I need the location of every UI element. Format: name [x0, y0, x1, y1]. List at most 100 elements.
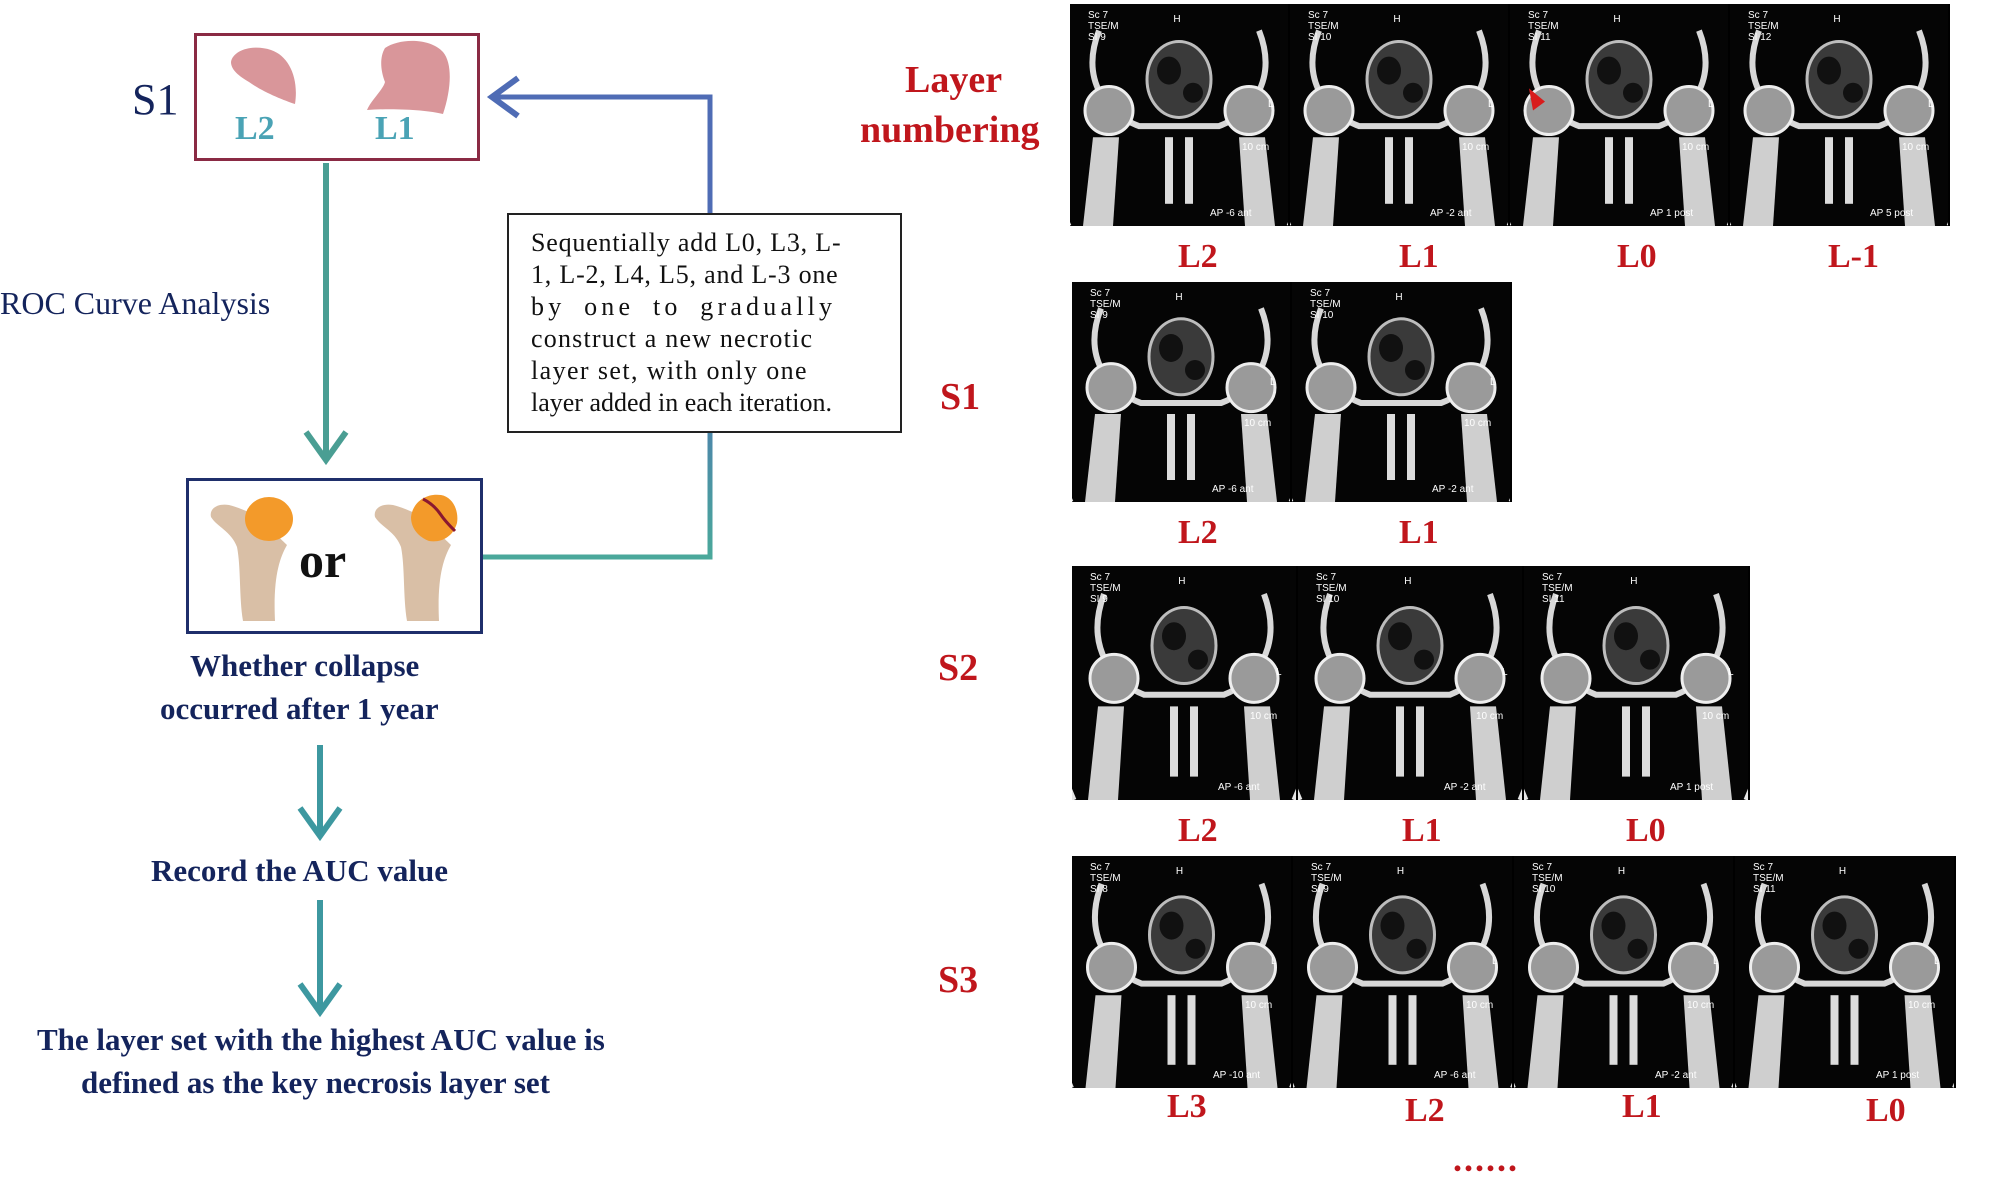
scan-scale: 10 cm [1242, 141, 1270, 153]
arrow-collapse-head [297, 806, 343, 842]
collapse-question-line1: Whether collapse [190, 648, 420, 683]
scan-side-marker: L [1270, 376, 1276, 388]
scan-side-marker: L [1708, 99, 1714, 111]
scan-head-marker: H [1175, 866, 1184, 877]
scan-side-marker: L [1713, 955, 1719, 967]
scan-position: AP -10 ant [1213, 1070, 1261, 1081]
scan-header-sc: Sc 7 [1310, 288, 1331, 299]
scan-position: AP -2 ant [1430, 208, 1472, 219]
scan-side-marker: L [1268, 99, 1274, 111]
scan-scale: 10 cm [1244, 418, 1272, 430]
femoral-head-section-l1 [367, 40, 450, 114]
mri-image [1293, 856, 1512, 1088]
mri-image [1072, 856, 1291, 1088]
scan-header-tse: TSE/M [1308, 21, 1339, 32]
scan-header-sl: SI 11 [1753, 884, 1776, 895]
scan-scale: 10 cm [1462, 141, 1490, 153]
s1-layer-label: L1 [1399, 514, 1439, 551]
collapse-question-line2: occurred after 1 year [160, 691, 439, 726]
scan-head-marker: H [1630, 576, 1638, 587]
mri-image [1072, 566, 1296, 800]
mri-image [1524, 566, 1748, 800]
mri-image [1072, 282, 1290, 502]
scan-position: AP 5 post [1870, 208, 1914, 219]
scan-header-sl: SI 11 [1542, 594, 1565, 605]
note-line-2: 1, L-2, L4, L5, and L-3 one [531, 260, 839, 289]
s2-layer-label: L0 [1626, 812, 1666, 849]
scan-header-tse: TSE/M [1532, 873, 1563, 884]
mri-image [1292, 282, 1510, 502]
scan-scale: 10 cm [1902, 141, 1930, 153]
mri-image [1514, 856, 1733, 1088]
scan-head-marker: H [1396, 866, 1405, 877]
scan-position: AP -2 ant [1444, 782, 1486, 793]
scan-position: AP 1 post [1670, 782, 1714, 793]
femur-collapsed-icon [374, 494, 458, 621]
scan-header-tse: TSE/M [1310, 299, 1341, 310]
scan-header-sl: SI 12 [1748, 32, 1772, 43]
scan-head-marker: H [1838, 866, 1847, 877]
scan-header-sc: Sc 7 [1532, 862, 1553, 873]
scan-header-sc: Sc 7 [1748, 10, 1769, 21]
numbering-layer-label: L1 [1399, 238, 1439, 275]
scan-side-marker: L [1928, 99, 1934, 111]
s1-label: S1 [132, 75, 179, 124]
scan-header-sc: Sc 7 [1528, 10, 1549, 21]
scan-header-sl: SI 8 [1090, 884, 1108, 895]
s1-layer-label: L2 [1178, 514, 1218, 551]
scan-header-sl: SI 9 [1311, 884, 1329, 895]
scan-side-marker: L [1728, 666, 1734, 678]
scan-header-sc: Sc 7 [1088, 10, 1109, 21]
s3-layer-label: L0 [1866, 1092, 1906, 1129]
scan-head-marker: H [1613, 14, 1621, 25]
arrow-record-head [297, 982, 343, 1018]
scan-side-marker: L [1276, 666, 1282, 678]
mri-image [1510, 4, 1728, 226]
scan-position: AP -6 ant [1434, 1070, 1476, 1081]
s3-layer-label: L2 [1405, 1092, 1445, 1129]
feedback-loop-head [486, 75, 520, 119]
scan-head-marker: H [1395, 292, 1403, 303]
row-label-s2: S2 [938, 647, 979, 689]
scan-header-sc: Sc 7 [1090, 862, 1111, 873]
numbering-layer-label: L0 [1617, 238, 1657, 275]
scan-header-sl: SI 9 [1090, 310, 1108, 321]
box-l1-label: L1 [375, 110, 415, 147]
layer-numbering-line2: numbering [860, 109, 1040, 151]
note-line-1: Sequentially add L0, L3, L- [531, 228, 842, 257]
continuation-ellipsis: ...... [1453, 1139, 1519, 1179]
scan-header-tse: TSE/M [1090, 583, 1121, 594]
scan-scale: 10 cm [1687, 999, 1715, 1011]
scan-header-tse: TSE/M [1090, 873, 1121, 884]
scan-header-sc: Sc 7 [1090, 288, 1111, 299]
s3-layer-label: L3 [1167, 1088, 1207, 1125]
femur-intact-icon [210, 497, 293, 621]
scan-header-sc: Sc 7 [1090, 572, 1111, 583]
scan-head-marker: H [1393, 14, 1401, 25]
scan-head-marker: H [1175, 292, 1183, 303]
scan-side-marker: L [1490, 376, 1496, 388]
numbering-layer-label: L-1 [1828, 238, 1879, 275]
scan-scale: 10 cm [1464, 418, 1492, 430]
scan-header-sl: SI 10 [1532, 884, 1556, 895]
scan-header-sc: Sc 7 [1542, 572, 1563, 583]
collapse-box: or [186, 478, 483, 634]
layer-numbering-line1: Layer [905, 59, 1003, 101]
